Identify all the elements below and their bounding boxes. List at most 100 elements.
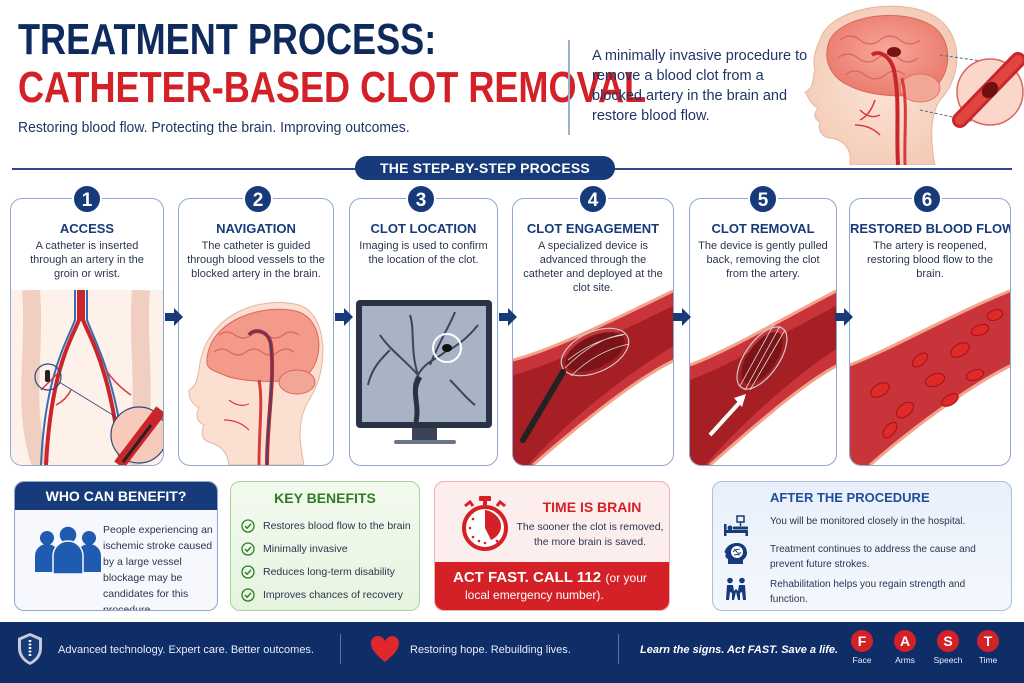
step-title: RESTORED BLOOD FLOW <box>850 221 1011 236</box>
who-can-benefit-title: WHO CAN BENEFIT? <box>15 482 217 510</box>
red-blood-cells-illustration <box>850 290 1010 465</box>
after-item: Rehabilitation helps you regain strength… <box>723 577 1003 607</box>
group-people-icon <box>35 525 101 574</box>
stent-retriever-deployed-illustration <box>513 290 673 465</box>
arrow-right-icon <box>165 308 183 326</box>
fast-arms: A Arms <box>885 630 925 665</box>
shield-spine-icon <box>18 633 42 665</box>
arrow-right-icon <box>335 308 353 326</box>
fast-label: Speech <box>933 655 963 665</box>
page-title-line2: CATHETER-BASED CLOT REMOVAL <box>18 63 647 112</box>
benefit-item: Reduces long-term disability <box>241 560 415 583</box>
fast-speech: S Speech <box>928 630 968 665</box>
after-item-text: Rehabilitation helps you regain strength… <box>770 579 966 605</box>
step-card-clot-engagement: CLOT ENGAGEMENT A specialized device is … <box>512 198 674 466</box>
arrow-right-icon <box>673 308 691 326</box>
step-card-clot-location: CLOT LOCATION Imaging is used to confirm… <box>349 198 498 466</box>
footer-divider <box>340 634 341 664</box>
footer-text-hope: Restoring hope. Rebuilding lives. <box>410 644 571 656</box>
check-circle-icon <box>241 564 255 579</box>
footer-divider <box>618 634 619 664</box>
tagline: Restoring blood flow. Protecting the bra… <box>18 119 410 136</box>
fast-letter: S <box>937 630 959 652</box>
check-circle-icon <box>241 587 255 602</box>
step-number-1: 1 <box>72 184 102 214</box>
groin-catheter-illustration <box>11 290 163 465</box>
step-title: CLOT REMOVAL <box>711 221 815 236</box>
emergency-call-sub: (or your <box>605 571 647 585</box>
angiogram-monitor-illustration <box>356 300 492 444</box>
step-title: NAVIGATION <box>216 221 296 236</box>
step-title: CLOT LOCATION <box>370 221 477 236</box>
section-rule-left <box>12 168 357 170</box>
emergency-call-main: ACT FAST. CALL 112 <box>453 569 602 586</box>
step-title: CLOT ENGAGEMENT <box>526 221 660 236</box>
after-procedure-panel: AFTER THE PROCEDURE You will be monitore… <box>712 481 1012 611</box>
stopwatch-icon <box>462 496 508 551</box>
emergency-call-line2: local emergency number). <box>465 588 604 602</box>
key-benefits-title: KEY BENEFITS <box>274 490 376 506</box>
fast-label: Arms <box>895 655 915 665</box>
footer: Advanced technology. Expert care. Better… <box>0 622 1024 683</box>
step-description: The device is gently pulled back, removi… <box>698 240 828 280</box>
time-is-brain-panel: TIME IS BRAIN The sooner the clot is rem… <box>434 481 670 611</box>
fast-letter: F <box>851 630 873 652</box>
step-title: ACCESS <box>59 221 115 236</box>
footer-text-fast: Learn the signs. Act FAST. Save a life. <box>640 644 839 656</box>
step-card-access: ACCESS A catheter is inserted through an… <box>10 198 164 466</box>
who-can-benefit-panel: WHO CAN BENEFIT? People experiencing an … <box>14 481 218 611</box>
fast-label: Face <box>852 655 872 665</box>
check-circle-icon <box>241 518 255 533</box>
emergency-call-banner: ACT FAST. CALL 112 (or your local emerge… <box>435 562 669 610</box>
after-item-text: Treatment continues to address the cause… <box>770 544 976 570</box>
fast-time: T Time <box>968 630 1008 665</box>
step-card-restored-blood-flow: RESTORED BLOOD FLOW The artery is reopen… <box>849 198 1011 466</box>
time-is-brain-text: The sooner the clot is removed, the more… <box>516 521 664 548</box>
time-is-brain-title: TIME IS BRAIN <box>542 499 642 515</box>
key-benefits-list: Restores blood flow to the brain Minimal… <box>241 514 415 606</box>
step-number-3: 3 <box>406 184 436 214</box>
step-description: Imaging is used to confirm the location … <box>359 240 488 266</box>
benefit-text: Minimally invasive <box>263 542 348 555</box>
after-item: Treatment continues to address the cause… <box>723 542 1003 572</box>
heart-icon <box>371 636 399 662</box>
key-benefits-panel: KEY BENEFITS Restores blood flow to the … <box>230 481 420 611</box>
header-description: A minimally invasive procedure to remove… <box>592 48 808 124</box>
benefit-item: Improves chances of recovery <box>241 583 415 606</box>
fast-letter: T <box>977 630 999 652</box>
stent-retriever-pullback-illustration <box>690 290 836 465</box>
arrow-right-icon <box>835 308 853 326</box>
rehabilitation-icon <box>726 577 746 600</box>
after-item-text: You will be monitored closely in the hos… <box>770 516 966 527</box>
head-vessel-illustration <box>188 302 324 465</box>
step-description: A catheter is inserted through an artery… <box>30 240 144 280</box>
benefit-text: Reduces long-term disability <box>263 565 395 578</box>
step-description: The catheter is guided through blood ves… <box>187 240 325 280</box>
benefit-item: Minimally invasive <box>241 537 415 560</box>
page-title-line1: TREATMENT PROCESS: <box>18 15 437 64</box>
head-brain-illustration <box>804 5 1024 165</box>
benefit-item: Restores blood flow to the brain <box>241 514 415 537</box>
section-rule-right <box>612 168 1012 170</box>
section-title: THE STEP-BY-STEP PROCESS <box>355 156 615 180</box>
after-item: You will be monitored closely in the hos… <box>723 514 1003 538</box>
step-number-2: 2 <box>243 184 273 214</box>
hospital-bed-icon <box>724 515 748 536</box>
step-number-5: 5 <box>748 184 778 214</box>
step-number-6: 6 <box>912 184 942 214</box>
step-description: The artery is reopened, restoring blood … <box>867 240 993 280</box>
arrow-right-icon <box>499 308 517 326</box>
step-card-navigation: NAVIGATION The catheter is guided throug… <box>178 198 334 466</box>
step-number-4: 4 <box>578 184 608 214</box>
footer-text-care: Advanced technology. Expert care. Better… <box>58 644 314 656</box>
check-circle-icon <box>241 541 255 556</box>
fast-face: F Face <box>842 630 882 665</box>
step-description: A specialized device is advanced through… <box>523 240 663 294</box>
step-card-clot-removal: CLOT REMOVAL The device is gently pulled… <box>689 198 837 466</box>
benefit-text: Restores blood flow to the brain <box>263 519 411 532</box>
brain-head-icon <box>724 543 747 564</box>
fast-letter: A <box>894 630 916 652</box>
benefit-text: Improves chances of recovery <box>263 588 404 601</box>
who-can-benefit-text: People experiencing an ischemic stroke c… <box>103 524 213 611</box>
after-procedure-title: AFTER THE PROCEDURE <box>770 490 930 505</box>
